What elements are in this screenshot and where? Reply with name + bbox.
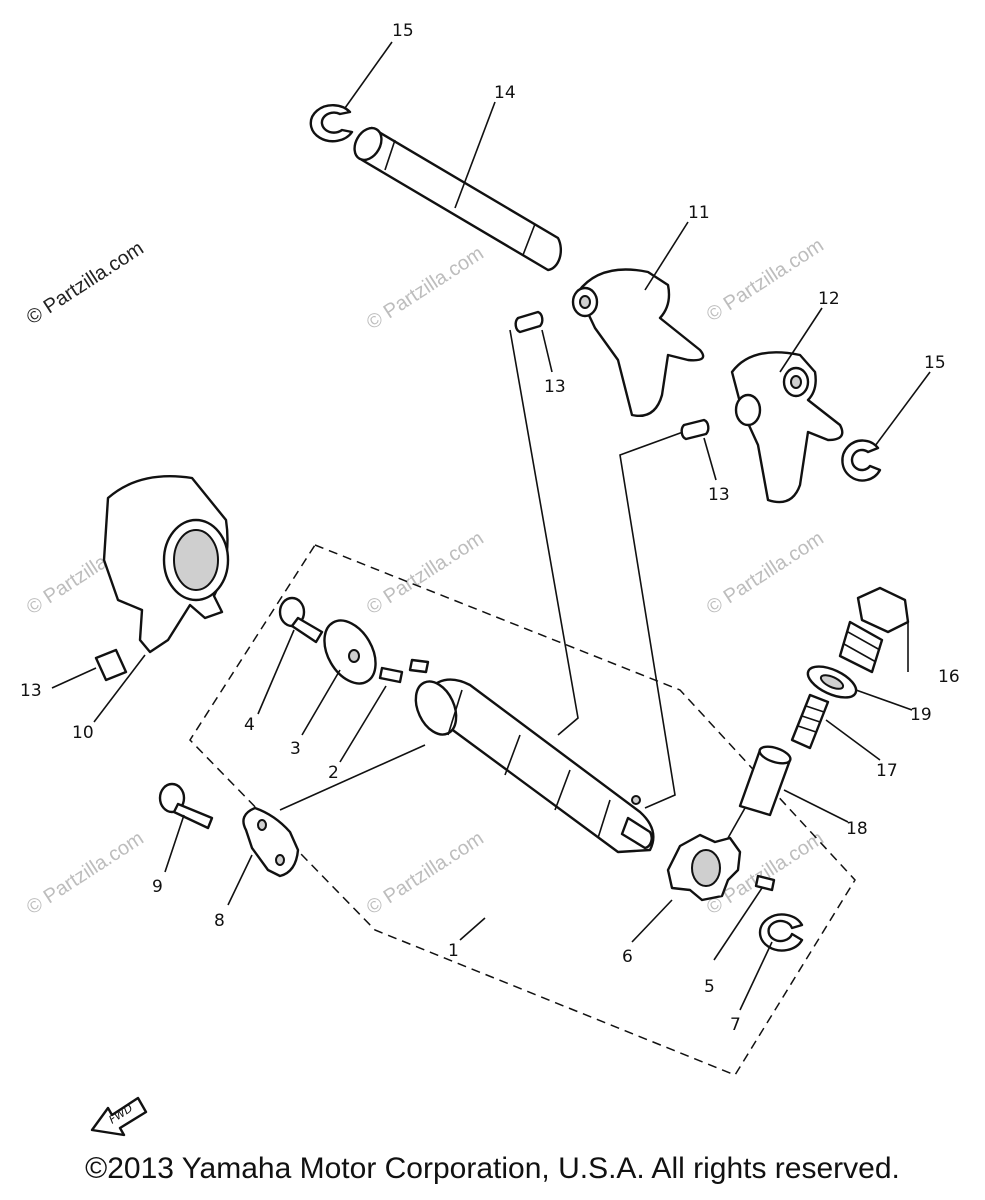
shift-fork-10 [102,475,230,654]
pin-5 [754,874,776,892]
callout-11: 11 [688,203,710,223]
plate-8 [242,806,300,878]
callout-18: 18 [846,819,868,839]
callout-17: 17 [876,761,898,781]
watermark: © Partzilla.com [363,242,488,334]
stopper-6 [666,833,742,902]
callout-8: 8 [214,911,225,931]
plunger-18 [738,745,792,817]
guide-pin-13-upper [514,310,544,334]
guide-pin-13-left [94,648,128,682]
watermark-dark: © Partzilla.com [23,237,148,329]
plate-3 [323,619,377,685]
shift-fork-12 [730,351,844,504]
callout-4: 4 [244,715,255,735]
callout-14: 14 [494,83,516,103]
leader-pin13-upper [509,329,579,736]
callout-2: 2 [328,763,339,783]
circlip-7 [758,913,804,952]
callout-15-right: 15 [924,353,946,373]
watermark: © Partzilla.com [703,234,828,326]
circlip-15-right [841,439,882,482]
fwd-arrow-icon: FWD [90,1096,148,1137]
callout-19: 19 [910,705,932,725]
assembly-boundary [189,544,856,1076]
watermark: © Partzilla.com [363,827,488,919]
guide-pin-13-right [680,418,710,441]
callout-3: 3 [290,739,301,759]
callout-6: 6 [622,947,633,967]
shift-drum-1 [414,678,655,854]
callout-7: 7 [730,1015,741,1035]
callout-13-right: 13 [708,485,730,505]
leader-pin13-right [619,431,684,809]
callout-12: 12 [818,289,840,309]
washer-19 [806,665,858,699]
copyright-notice: ©2013 Yamaha Motor Corporation, U.S.A. A… [85,1152,900,1185]
callout-5: 5 [704,977,715,997]
watermark: © Partzilla.com [703,527,828,619]
watermark: © Partzilla.com [23,827,148,919]
bolt-16 [838,586,910,674]
callout-13-left: 13 [20,681,42,701]
callout-15-upper: 15 [392,21,414,41]
pin-2 [378,658,430,684]
spring-17 [790,693,830,750]
callout-10: 10 [72,723,94,743]
leader-lines [51,41,931,1011]
callout-9: 9 [152,877,163,897]
callout-13-upper: 13 [544,377,566,397]
callouts: 15 14 11 12 15 13 13 13 10 4 3 2 16 19 1… [20,21,960,1035]
shift-fork-11 [571,268,705,417]
callout-16: 16 [938,667,960,687]
screw-4 [278,596,324,644]
screw-9 [158,782,214,830]
circlip-15-upper [309,104,354,143]
shift-shaft-14 [353,126,563,272]
callout-1: 1 [448,941,459,961]
